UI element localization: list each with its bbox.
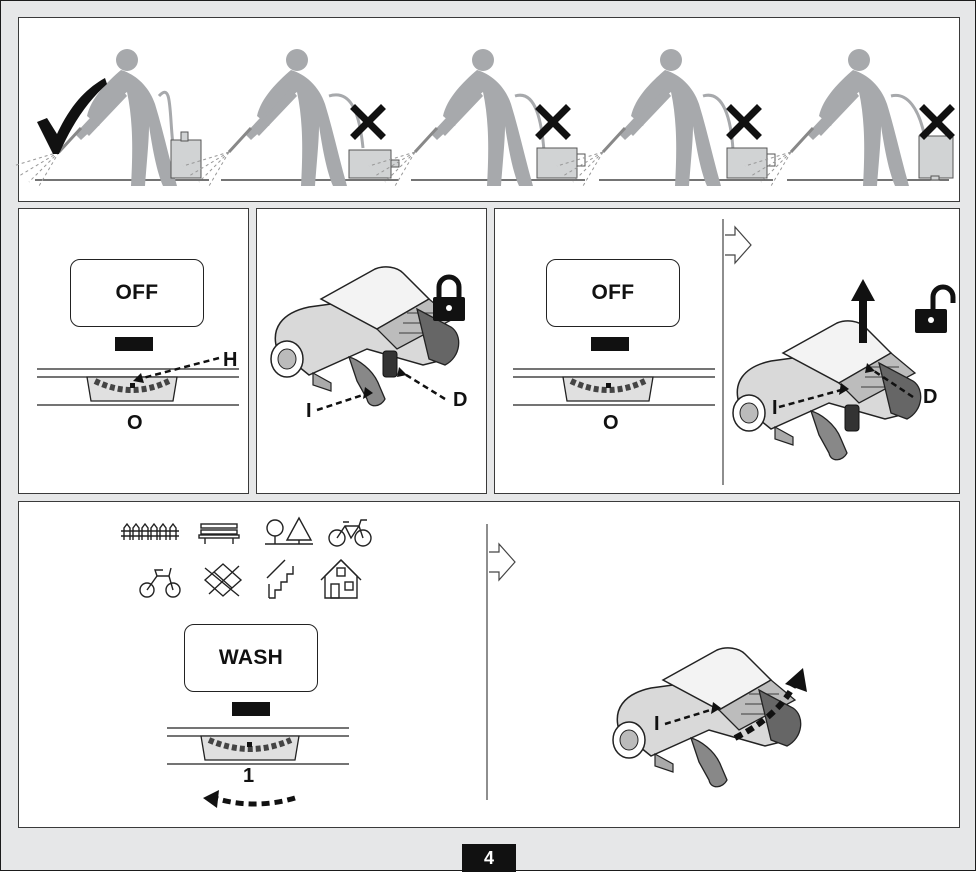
tank-placement-illustration xyxy=(19,18,959,201)
label-i: I xyxy=(654,714,660,734)
trigger-unlock-panel: OFF xyxy=(494,208,960,494)
trigger-locked-panel: I D xyxy=(256,208,487,494)
stairs-icon xyxy=(267,560,293,598)
indicator-bar xyxy=(115,337,153,351)
tank-placement-panel xyxy=(18,17,960,202)
cross-icon xyxy=(731,109,757,135)
unlock-illustration xyxy=(495,209,959,493)
scene-incorrect-4 xyxy=(745,49,953,186)
next-step-arrow xyxy=(489,544,515,580)
next-step-arrow xyxy=(725,227,751,263)
bench-icon xyxy=(199,524,239,544)
scene-incorrect-1 xyxy=(183,49,399,186)
bicycle-icon xyxy=(329,520,371,546)
label-o: O xyxy=(127,413,143,433)
cross-icon xyxy=(540,109,566,135)
mode-display-wash: WASH xyxy=(184,624,318,692)
indicator-bar xyxy=(591,337,629,351)
motorcycle-icon xyxy=(140,568,180,597)
spray-handle xyxy=(271,267,459,406)
label-setting-1: 1 xyxy=(243,766,254,786)
indicator-bar xyxy=(232,702,270,716)
scene-correct xyxy=(13,49,209,186)
scene-incorrect-2 xyxy=(369,49,585,186)
label-i: I xyxy=(772,398,778,418)
spray-handle-locked xyxy=(257,209,486,493)
trees-icon xyxy=(265,518,313,544)
application-icons xyxy=(19,502,959,827)
spray-handle-unlock xyxy=(733,321,921,460)
dial-illustration xyxy=(19,209,248,493)
padlock-closed-icon xyxy=(433,277,465,321)
spray-handle-wash xyxy=(613,648,801,787)
label-i: I xyxy=(306,401,312,421)
cross-icon xyxy=(924,109,950,135)
off-dial-panel: OFF H O xyxy=(18,208,249,494)
scene-incorrect-3 xyxy=(557,49,775,186)
house-icon xyxy=(321,560,361,598)
label-d: D xyxy=(453,390,467,410)
fence-icon xyxy=(121,524,179,540)
label-h: H xyxy=(223,350,237,370)
label-d: D xyxy=(923,387,937,407)
padlock-open-icon xyxy=(915,287,953,333)
rotate-left-arrow xyxy=(215,798,295,804)
label-o: O xyxy=(603,413,619,433)
paving-icon xyxy=(205,564,241,596)
page-number: 4 xyxy=(462,844,516,872)
wash-mode-panel: WASH 1 I xyxy=(18,501,960,828)
